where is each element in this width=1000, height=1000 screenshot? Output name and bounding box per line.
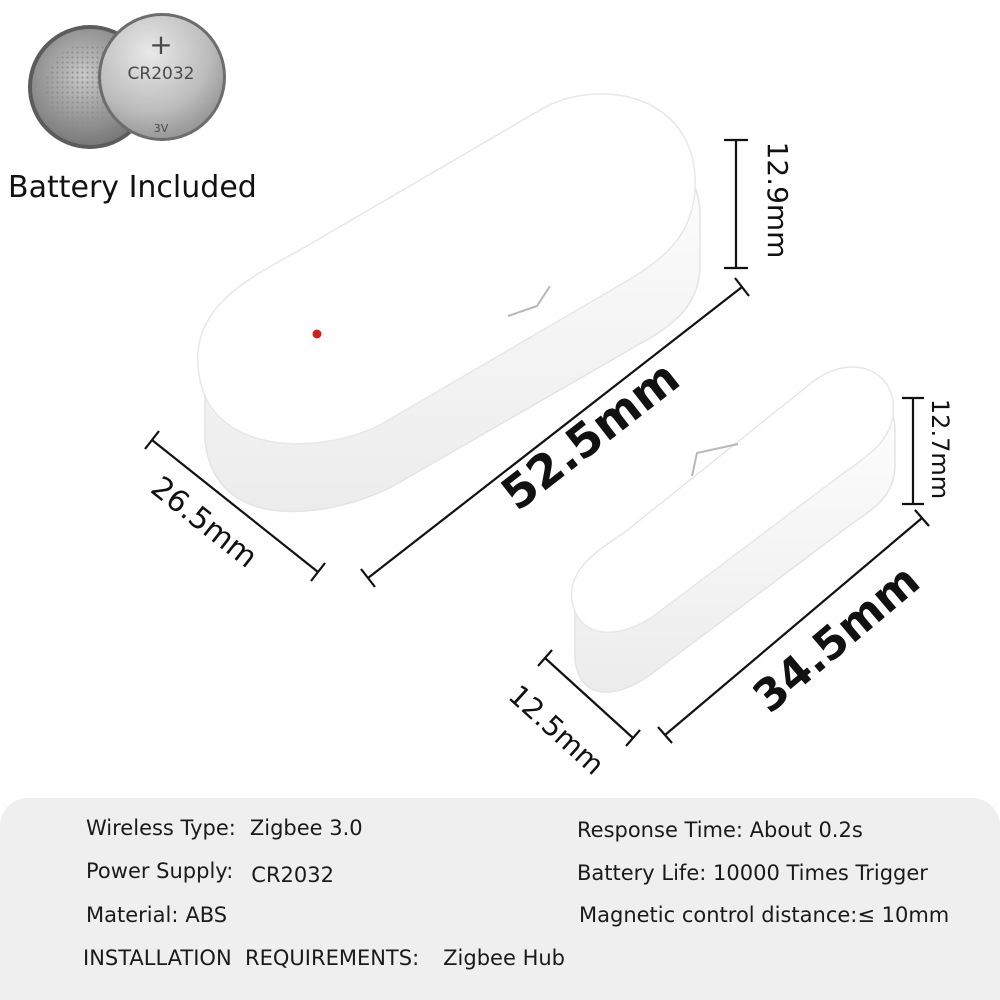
large-sensor-body [197, 93, 701, 513]
small-magnet-body [570, 366, 896, 693]
spec-panel: Wireless Type: Zigbee 3.0 Power Supply: CR… [0, 798, 1000, 1000]
spec-battery-life: Battery Life: 10000 Times Trigger [577, 861, 928, 885]
product-drawing: + CR2032 3V [28, 13, 954, 782]
spec-wireless: Wireless Type: Zigbee 3.0 [86, 816, 363, 840]
spec-response-time: Response Time: About 0.2s [577, 818, 863, 842]
spec-wireless-value: Zigbee 3.0 [249, 816, 363, 840]
spec-material-value: ABS [185, 903, 228, 927]
dimension-lines [144, 138, 930, 747]
battery-included-caption: Battery Included [8, 170, 257, 205]
indicator-led-icon [312, 329, 322, 339]
alignment-chevron-icon [507, 285, 551, 317]
spec-installation: INSTALLATION REQUIREMENTS: Zigbee Hub [83, 946, 565, 970]
coin-battery: + CR2032 3V [28, 13, 226, 149]
small-width-label: 12.5mm [502, 678, 611, 781]
spec-installation-label: INSTALLATION REQUIREMENTS: [83, 946, 420, 970]
spec-wireless-label: Wireless Type: [86, 816, 236, 840]
large-height-label: 12.9mm [761, 142, 794, 259]
alignment-chevron-icon [691, 443, 739, 477]
spec-installation-value: Zigbee Hub [443, 946, 565, 970]
spec-power: Power Supply: CR2032 [86, 859, 334, 887]
coin-type-label: CR2032 [128, 64, 195, 84]
spec-material: Material:ABS [86, 903, 227, 927]
spec-material-label: Material: [86, 903, 179, 927]
spec-power-value: CR2032 [251, 863, 334, 887]
spec-magnetic-distance: Magnetic control distance:≤ 10mm [579, 903, 950, 927]
spec-power-label: Power Supply: [86, 859, 234, 883]
coin-plus-sign: + [149, 28, 172, 61]
small-height-label: 12.7mm [926, 399, 954, 499]
coin-voltage-label: 3V [154, 122, 169, 135]
